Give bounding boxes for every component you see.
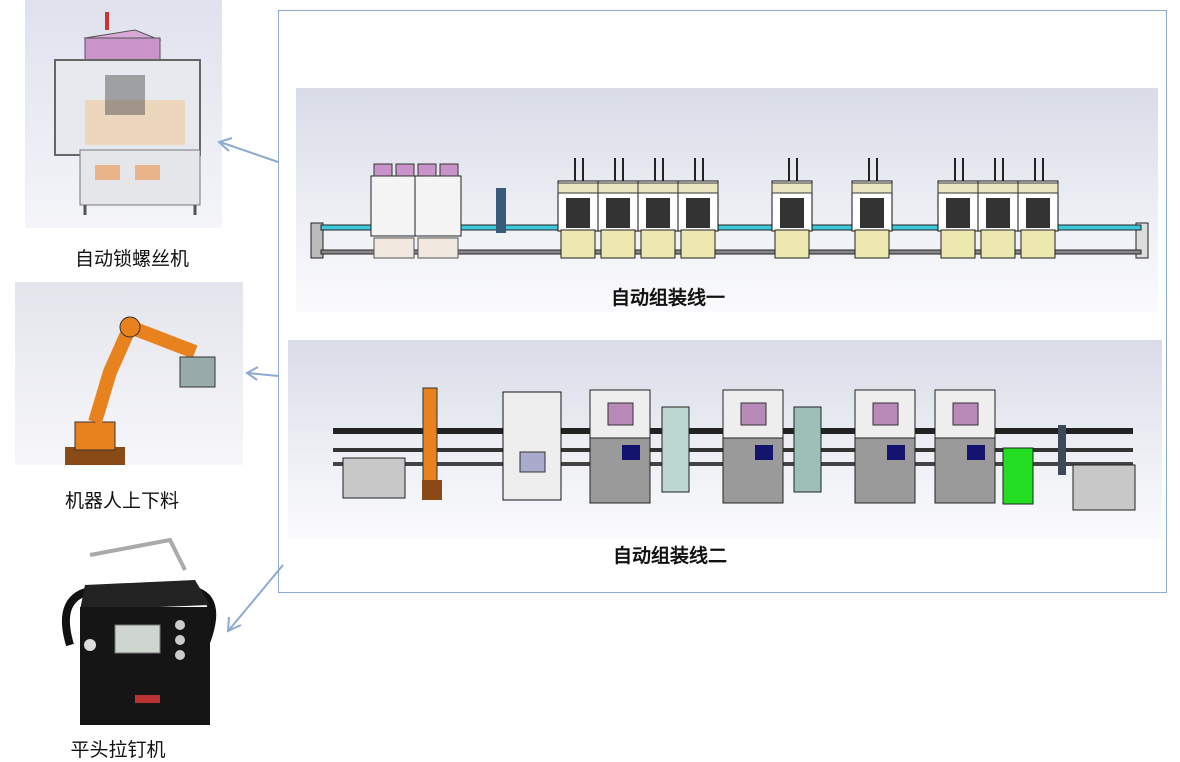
conveyor-end xyxy=(310,222,324,259)
machine-label: 自动锁螺丝机 xyxy=(74,248,190,270)
cabinet-screen xyxy=(740,402,767,426)
screw-station xyxy=(414,175,462,237)
station-top xyxy=(439,163,459,177)
station-base xyxy=(417,237,459,259)
station-base xyxy=(680,229,716,259)
station-top xyxy=(373,163,393,177)
station-head xyxy=(646,198,670,228)
rivet-machine-image xyxy=(50,535,220,735)
line-label: 自动组装线一 xyxy=(610,287,726,309)
cabinet-screen xyxy=(952,402,979,426)
station-beam xyxy=(597,182,639,194)
station-head xyxy=(986,198,1010,228)
machine-label: 平头拉钉机 xyxy=(70,739,166,761)
station-rod xyxy=(694,158,696,181)
cabinet-panel xyxy=(755,445,773,460)
glass-station xyxy=(793,406,822,493)
station-rod xyxy=(654,158,656,181)
station-head xyxy=(860,198,884,228)
machine-label: 机器人上下料 xyxy=(64,490,180,512)
station-rod xyxy=(662,158,664,181)
rivet-machine-icon xyxy=(61,537,217,725)
assembly-line-one-image xyxy=(296,88,1158,312)
assembly-lines-frame xyxy=(278,10,1167,593)
bowl-feeder xyxy=(519,451,546,473)
station-beam xyxy=(937,182,979,194)
arrow-to-screw-machine xyxy=(219,141,279,163)
cabinet-panel xyxy=(622,445,640,460)
station-base xyxy=(1020,229,1056,259)
cabinet-screen xyxy=(872,402,899,426)
operator xyxy=(1058,425,1066,475)
green-cart xyxy=(1002,447,1034,505)
station-head xyxy=(686,198,710,228)
assembly-line-one-icon xyxy=(310,158,1149,259)
station-rod xyxy=(1002,158,1004,181)
conveyor-rail xyxy=(320,249,1142,255)
station-head xyxy=(566,198,590,228)
station-base xyxy=(980,229,1016,259)
screw-locking-machine-image xyxy=(25,0,222,228)
robot-arm-image xyxy=(15,282,243,465)
assembly-line-two-icon xyxy=(333,387,1136,511)
station-rod xyxy=(702,158,704,181)
station-base xyxy=(854,229,890,259)
station-beam xyxy=(637,182,679,194)
station-rod xyxy=(994,158,996,181)
station-rod xyxy=(954,158,956,181)
conveyor-belt xyxy=(320,224,1142,231)
station-beam xyxy=(977,182,1019,194)
table xyxy=(1072,464,1136,511)
station-base xyxy=(774,229,810,259)
cabinet-body xyxy=(854,437,916,504)
station-rod xyxy=(796,158,798,181)
station-base xyxy=(640,229,676,259)
arrow-to-robot xyxy=(247,372,279,377)
cabinet-panel xyxy=(887,445,905,460)
station-head xyxy=(606,198,630,228)
cabinet-body xyxy=(589,437,651,504)
robot-base xyxy=(422,480,442,500)
station-beam xyxy=(771,182,813,194)
line-label: 自动组装线二 xyxy=(612,545,728,567)
station-beam xyxy=(557,182,599,194)
station-rod xyxy=(574,158,576,181)
robot-arm xyxy=(422,387,438,494)
station-base xyxy=(373,237,415,259)
station-head xyxy=(1026,198,1050,228)
station-top xyxy=(395,163,415,177)
station-rod xyxy=(962,158,964,181)
cabinet-screen xyxy=(607,402,634,426)
station-base xyxy=(600,229,636,259)
glass-station xyxy=(661,406,690,493)
conveyor-end xyxy=(1135,222,1149,259)
station-rod xyxy=(788,158,790,181)
feeder-station xyxy=(502,391,562,501)
cabinet-body xyxy=(934,437,996,504)
station-beam xyxy=(677,182,719,194)
station-rod xyxy=(868,158,870,181)
station-rod xyxy=(1034,158,1036,181)
station-rod xyxy=(622,158,624,181)
station-head xyxy=(946,198,970,228)
operator xyxy=(496,188,506,233)
assembly-line-two-image xyxy=(288,340,1162,540)
station-rod xyxy=(876,158,878,181)
station-rod xyxy=(614,158,616,181)
station-top xyxy=(417,163,437,177)
station-rod xyxy=(582,158,584,181)
robot-arm-icon xyxy=(65,316,216,465)
cabinet-body xyxy=(722,437,784,504)
screw-locking-machine-icon xyxy=(54,12,201,215)
station-base xyxy=(940,229,976,259)
cabinet-panel xyxy=(967,445,985,460)
screw-station xyxy=(370,175,418,237)
arrow-to-rivet-machine xyxy=(228,564,284,631)
station-head xyxy=(780,198,804,228)
station-base xyxy=(560,229,596,259)
table xyxy=(342,457,406,499)
station-beam xyxy=(1017,182,1059,194)
station-rod xyxy=(1042,158,1044,181)
station-beam xyxy=(851,182,893,194)
